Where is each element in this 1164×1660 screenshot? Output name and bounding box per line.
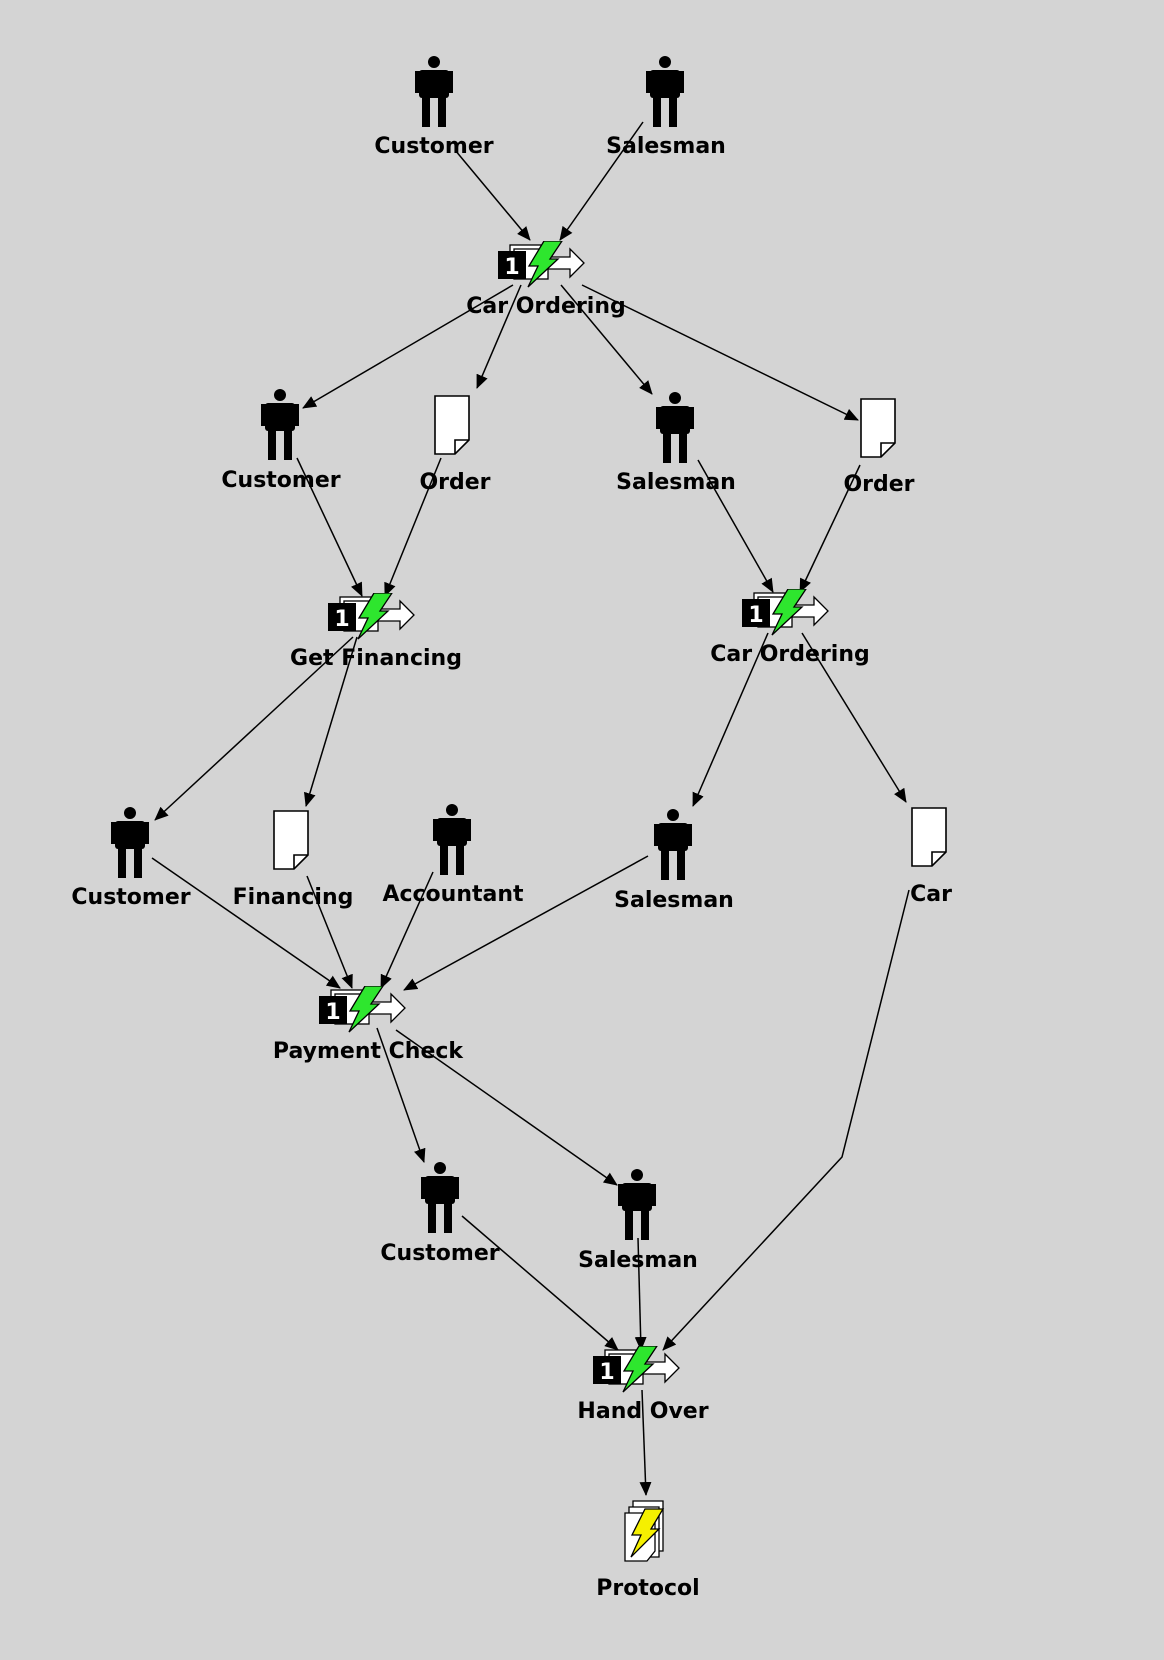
svg-text:1: 1 [748, 603, 763, 628]
node-label-customer: Customer [374, 134, 494, 159]
svg-text:1: 1 [325, 1000, 340, 1025]
node-label-financing: Financing [232, 885, 354, 910]
node-label-salesman: Salesman [616, 470, 736, 495]
document-icon[interactable] [272, 809, 310, 871]
edge-arrow-n7-t4 [151, 857, 341, 989]
node-label-salesman: Salesman [578, 1248, 698, 1273]
edge-arrow-n6-t3 [799, 464, 861, 593]
edge-arrow-n13-t5 [634, 1237, 647, 1351]
transition-car-ordering-icon[interactable]: 1 [496, 240, 588, 289]
document-icon[interactable] [859, 397, 897, 459]
edge-arrow-n1-t1 [454, 149, 531, 241]
edge-arrow-t2-n7 [154, 636, 354, 821]
edge-arrow-n12-t5 [461, 1215, 619, 1351]
transition-payment-check-icon[interactable]: 1 [317, 985, 409, 1034]
edge-arrow-n2-t1 [559, 121, 644, 241]
transition-get-financing-icon[interactable]: 1 [326, 592, 418, 641]
person-icon[interactable] [653, 808, 693, 882]
person-icon[interactable] [617, 1168, 657, 1242]
node-label-protocol: Protocol [596, 1576, 700, 1601]
node-label-car-ordering: Car Ordering [710, 642, 870, 667]
node-label-salesman: Salesman [606, 134, 726, 159]
node-label-customer: Customer [380, 1241, 500, 1266]
svg-text:1: 1 [334, 607, 349, 632]
person-icon[interactable] [414, 55, 454, 129]
transition-car-ordering-icon[interactable]: 1 [740, 588, 832, 637]
edge-arrow-t1-n5 [560, 284, 653, 395]
node-label-salesman: Salesman [614, 888, 734, 913]
node-label-get-financing: Get Financing [290, 646, 462, 671]
svg-text:1: 1 [504, 255, 519, 280]
edge-arrow-t4-n12 [376, 1027, 426, 1163]
edge-arrow-n3-t2 [296, 457, 363, 597]
edge-arrow-n11-t5 [662, 889, 910, 1351]
node-label-order: Order [843, 472, 915, 497]
edge-arrow-n10-t4 [403, 855, 649, 991]
edge-arrow-t1-n6 [581, 284, 859, 421]
edge-arrow-n9-t4 [380, 871, 434, 989]
person-icon[interactable] [260, 388, 300, 462]
node-label-car-ordering: Car Ordering [466, 294, 626, 319]
edge-arrow-t3-n11 [801, 632, 907, 803]
edge-arrow-n4-t2 [384, 457, 442, 597]
node-label-customer: Customer [71, 885, 191, 910]
person-icon[interactable] [420, 1161, 460, 1235]
person-icon[interactable] [432, 803, 472, 877]
node-label-payment-check: Payment Check [272, 1039, 464, 1064]
edge-arrow-t2-n8 [304, 636, 358, 807]
edge-arrow-n8-t4 [306, 875, 353, 989]
event-document-icon[interactable] [621, 1499, 671, 1565]
svg-text:1: 1 [599, 1360, 614, 1385]
edge-arrow-t5-n14 [639, 1389, 652, 1496]
node-label-accountant: Accountant [382, 882, 524, 907]
document-icon[interactable] [433, 394, 471, 456]
edge-arrow-t1-n4 [476, 284, 522, 389]
person-icon[interactable] [110, 806, 150, 880]
person-icon[interactable] [655, 391, 695, 465]
document-icon[interactable] [910, 806, 948, 868]
edge-arrow-t4-n13 [395, 1029, 618, 1186]
edge-arrow-t1-n3 [302, 284, 514, 409]
edge-arrow-t3-n10 [692, 632, 769, 807]
node-label-hand-over: Hand Over [577, 1399, 709, 1424]
node-label-customer: Customer [221, 468, 341, 493]
node-label-car: Car [910, 882, 952, 907]
edge-arrow-n5-t3 [697, 459, 774, 593]
transition-hand-over-icon[interactable]: 1 [591, 1345, 683, 1394]
node-label-order: Order [419, 470, 491, 495]
person-icon[interactable] [645, 55, 685, 129]
